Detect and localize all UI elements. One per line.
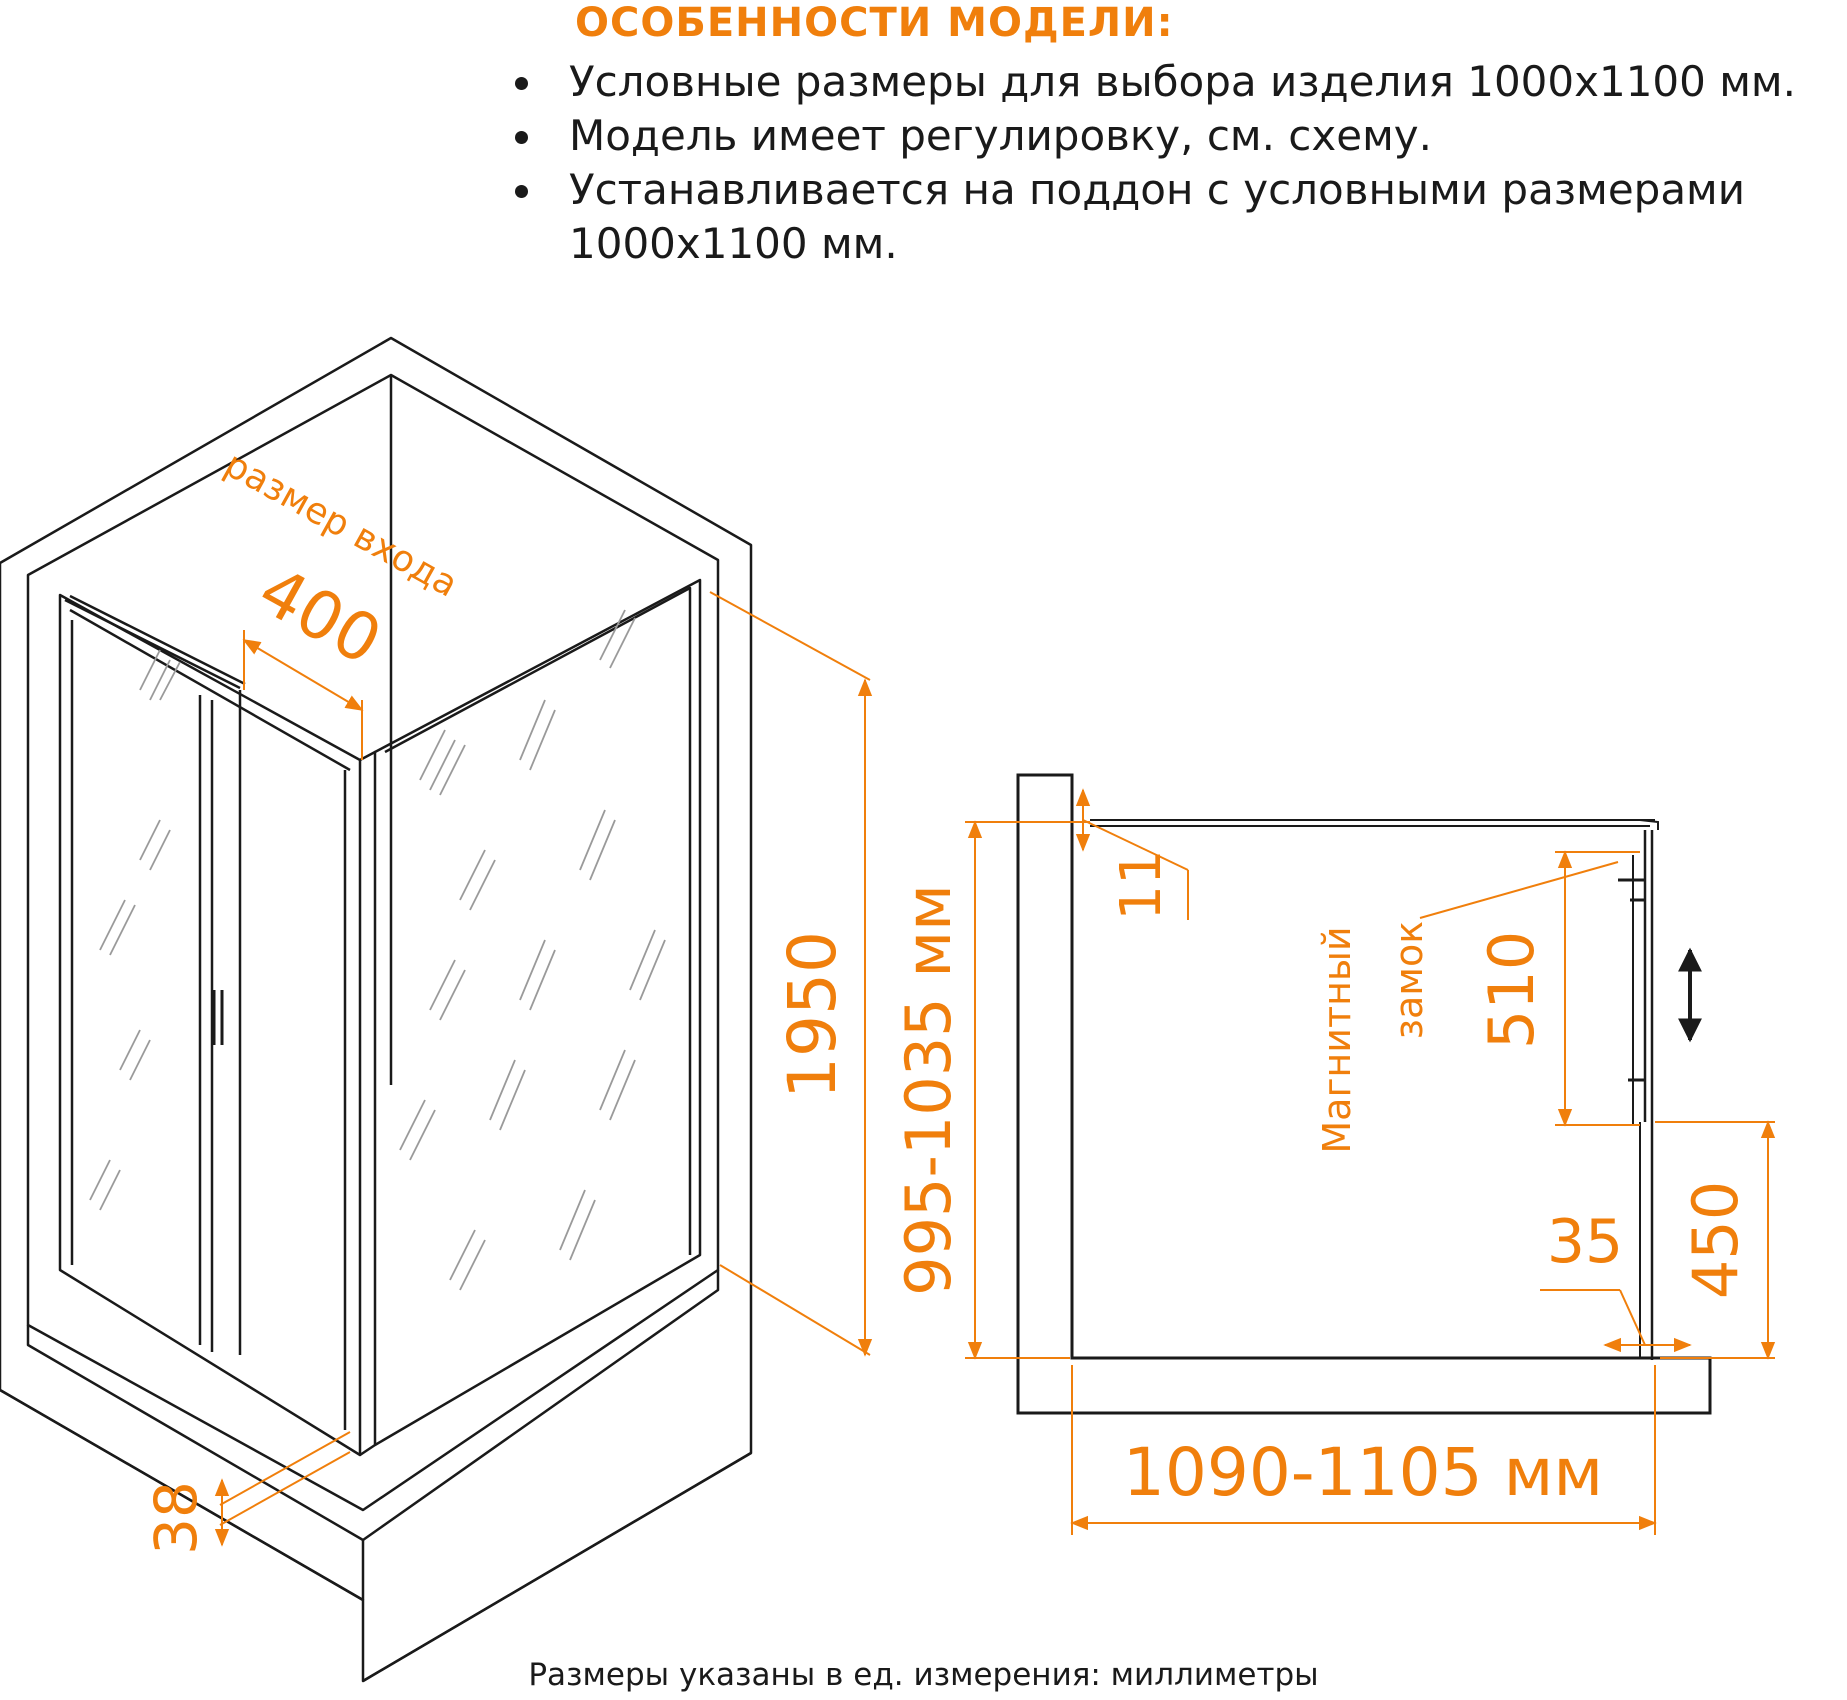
plan-dimensions xyxy=(965,788,1776,1535)
magnetic-lock-label: Магнитный xyxy=(1315,926,1359,1153)
iso-dimensions xyxy=(214,591,873,1547)
entrance-width-value: 400 xyxy=(246,552,394,680)
feature-item: Условные размеры для выбора изделия 1000… xyxy=(515,55,1847,109)
isometric-view xyxy=(0,336,753,1683)
glass-hatching xyxy=(89,609,666,1291)
features-heading: ОСОБЕННОСТИ МОДЕЛИ: xyxy=(575,0,1174,46)
feature-item: Устанавливается на поддон с условными ра… xyxy=(515,163,1847,271)
feature-item: Модель имеет регулировку, см. схему. xyxy=(515,109,1847,163)
entrance-size-label: размер входа xyxy=(218,444,465,606)
units-footnote: Размеры указаны в ед. измерения: миллиме… xyxy=(528,1657,1319,1693)
adjustment-range-value: 995-1035 мм xyxy=(892,884,965,1296)
bottom-height-value: 450 xyxy=(1679,1181,1752,1299)
lock-height-value: 510 xyxy=(1475,931,1548,1049)
magnetic-lock-label-line2: замок xyxy=(1387,921,1431,1039)
gap-value: 11 xyxy=(1109,849,1174,920)
features-list: Условные размеры для выбора изделия 1000… xyxy=(515,55,1847,271)
width-range-value: 1090-1105 мм xyxy=(1123,1434,1603,1511)
height-value: 1950 xyxy=(774,931,851,1099)
offset-value: 35 xyxy=(1547,1207,1623,1277)
profile-value: 38 xyxy=(142,1481,210,1555)
